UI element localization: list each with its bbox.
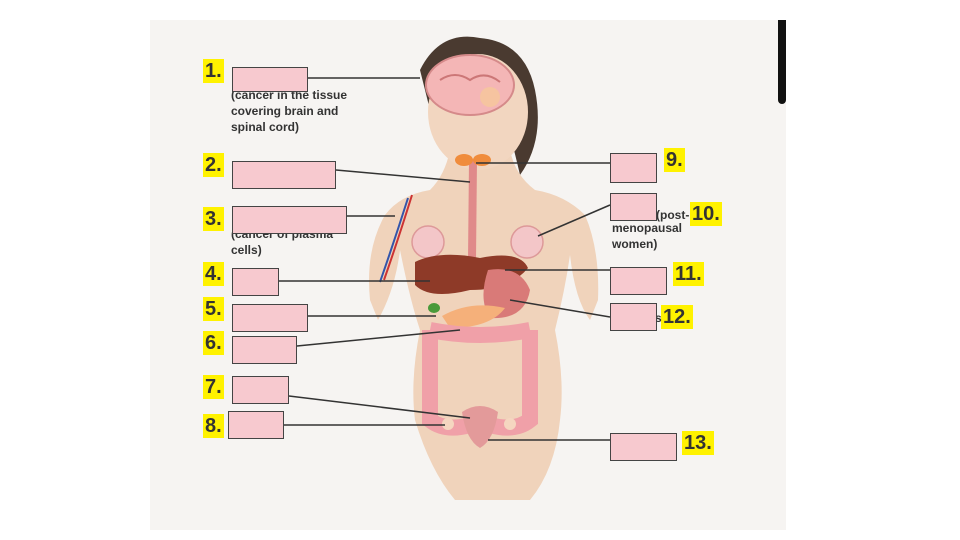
answer-box-2[interactable] xyxy=(232,161,336,189)
note-12: s xyxy=(655,311,662,325)
label-4: 4. xyxy=(203,262,224,286)
note-10a: (post- xyxy=(656,208,690,222)
answer-box-6[interactable] xyxy=(232,336,297,364)
label-12: 12. xyxy=(661,305,693,329)
label-13: 13. xyxy=(682,431,714,455)
label-6: 6. xyxy=(203,331,224,355)
label-1: 1. xyxy=(203,59,224,83)
label-11: 11. xyxy=(673,262,704,286)
esophagus xyxy=(468,159,477,261)
answer-box-7[interactable] xyxy=(232,376,289,404)
label-3: 3. xyxy=(203,207,224,231)
brain xyxy=(425,54,515,116)
stomach xyxy=(483,269,530,319)
answer-box-10[interactable] xyxy=(610,193,657,221)
leader-lines xyxy=(279,77,611,441)
ovary-right xyxy=(504,418,516,430)
cerebellum xyxy=(480,87,500,107)
answer-box-1[interactable] xyxy=(232,67,308,92)
label-9: 9. xyxy=(664,148,685,172)
thyroid xyxy=(455,154,473,166)
answer-box-12[interactable] xyxy=(610,303,657,331)
pancreas xyxy=(442,305,505,328)
answer-box-3[interactable] xyxy=(232,206,347,234)
body-silhouette xyxy=(369,150,599,500)
label-10: 10. xyxy=(690,202,722,226)
scrollbar[interactable] xyxy=(778,20,786,104)
label-2: 2. xyxy=(203,153,224,177)
breast-tissue-left xyxy=(411,225,445,259)
answer-box-11[interactable] xyxy=(610,267,667,295)
label-5: 5. xyxy=(203,297,224,321)
answer-box-8[interactable] xyxy=(228,411,284,439)
label-7: 7. xyxy=(203,375,224,399)
answer-box-4[interactable] xyxy=(232,268,279,296)
answer-box-13[interactable] xyxy=(610,433,677,461)
breast-tissue-right xyxy=(510,225,544,259)
answer-box-9[interactable] xyxy=(610,153,657,183)
ovary-left xyxy=(442,418,454,430)
gallbladder xyxy=(428,303,440,313)
uterus xyxy=(462,406,498,448)
answer-box-5[interactable] xyxy=(232,304,308,332)
label-8: 8. xyxy=(203,414,224,438)
